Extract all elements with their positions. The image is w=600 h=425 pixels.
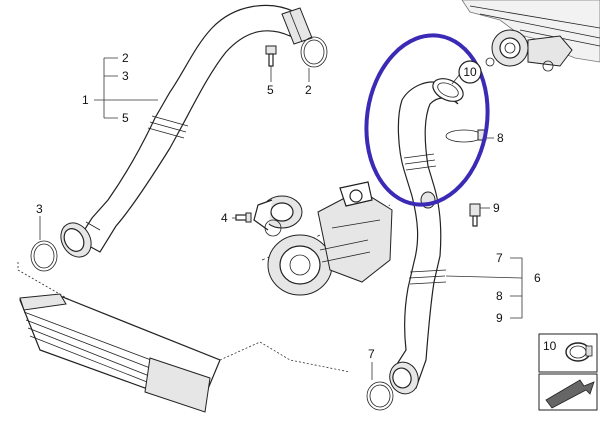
charge-air-hose-right (389, 78, 464, 395)
callout-right-ring: 7 (368, 347, 375, 361)
callout-right-group: 6 (534, 271, 541, 285)
callout-left-ring: 3 (36, 202, 43, 216)
callout-right-sub-b: 8 (496, 289, 503, 303)
callout-hose-sub-b: 3 (122, 69, 129, 83)
o-ring-top (300, 36, 328, 68)
hose-clamp (445, 129, 487, 143)
stud-left (235, 212, 252, 223)
o-ring-right (366, 381, 394, 411)
svg-text:10: 10 (463, 65, 477, 79)
callout-hose-main: 1 (82, 93, 89, 107)
bolt-top (265, 45, 277, 67)
intercooler (17, 262, 351, 413)
turbocharger (253, 181, 393, 296)
leader-lines (39, 57, 523, 380)
callout-stud-left: 4 (221, 211, 228, 225)
callout-right-clamp: 8 (497, 131, 504, 145)
legend-part-number: 10 (543, 339, 557, 353)
legend-box: 10 (538, 333, 598, 411)
callout-hose-sub-a: 2 (122, 51, 129, 65)
callout-sensor: 9 (493, 201, 500, 215)
callout-oring-top: 2 (305, 83, 312, 97)
callout-hose-sub-c: 5 (122, 111, 129, 125)
highlight-ellipse (364, 33, 490, 207)
callout-labels: 1 2 3 5 3 5 2 4 7 8 9 6 7 8 9 (36, 51, 541, 361)
callout-bolt-top: 5 (267, 83, 274, 97)
engine-intake-manifold (461, 0, 600, 72)
arrow-icon (545, 379, 595, 409)
callout-right-sub-c: 9 (496, 311, 503, 325)
sensor (469, 203, 481, 227)
legend-clamp-icon (565, 342, 593, 362)
callout-right-sub-a: 7 (496, 251, 503, 265)
charge-air-hose-left (60, 4, 313, 258)
o-ring-left (30, 240, 58, 272)
callout-circled-part: 10 (458, 60, 482, 84)
